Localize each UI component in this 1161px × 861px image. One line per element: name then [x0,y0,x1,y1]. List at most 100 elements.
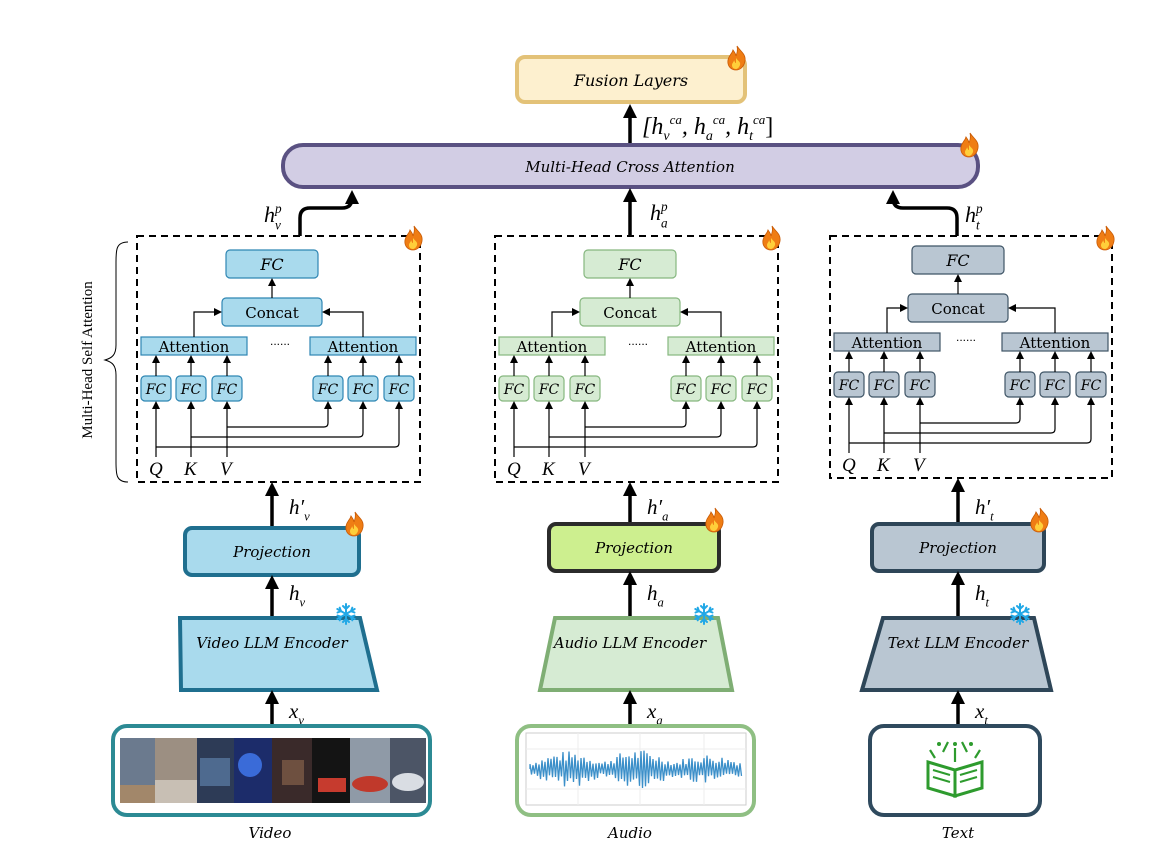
attention-label: Attention [685,338,757,356]
fire-icon [345,511,364,537]
snowflake-icon [1010,603,1030,625]
fire-icon [705,507,724,533]
concat-label: Concat [245,304,299,322]
fc-small-label: FC [873,378,895,394]
input-frame [868,724,1042,817]
hprime-label: h′v [289,495,310,523]
fire-icon [762,225,781,251]
attention-to-concat-arrow [680,308,722,337]
attention-to-concat-arrow [193,308,222,337]
fc-small-label: FC [1080,378,1102,394]
qkv-label-k: K [541,459,556,480]
fusion-layers-box [515,55,747,104]
snowflake-icon [694,603,714,625]
fc-small-label: FC [503,382,525,398]
attention-label: Attention [516,338,588,356]
self-attention-brace-label: Multi-Head Self Attention [80,281,96,439]
encoder-box [537,616,735,692]
svg-text:[hvca, haca, htca]: [hvca, haca, htca] [642,112,773,144]
self-attention-brace [103,241,129,483]
fire-icon [1030,507,1049,533]
fc-small-label: FC [909,378,931,394]
fc-small-label: FC [710,382,732,398]
x-label: xa [646,699,663,727]
fire-icon [960,132,979,158]
input-caption: Text [942,824,975,842]
fc-small-label: FC [352,382,374,398]
ellipsis: ...... [956,330,976,344]
h-label: hv [289,581,306,609]
qkv-label-k: K [876,455,891,476]
fire-icon [1096,225,1115,251]
qkv-label-v: V [578,459,592,480]
qkv-route-arrow [549,401,725,438]
qkv-label-v: V [913,455,927,476]
h-label: ha [647,581,664,609]
attention-to-concat-arrow [551,308,580,337]
ellipsis: ...... [628,334,648,348]
qkv-route-arrow [920,397,1024,424]
book-icon [904,733,1006,803]
fc-small-label: FC [216,382,238,398]
input-caption: Video [249,824,292,842]
fc-top-label: FC [617,255,641,274]
qkv-route-arrow [585,401,690,428]
fire-icon [404,225,423,251]
qkv-label-k: K [183,459,198,480]
fc-small-label: FC [838,378,860,394]
encoder-label: Audio LLM Encoder [552,634,707,652]
hprime-label: h′t [975,495,994,523]
input-frame [515,724,756,817]
concat-label: Concat [603,304,657,322]
attention-label: Attention [851,334,923,352]
waveform-icon [525,732,747,806]
snowflake-icon [336,603,356,625]
attention-label: Attention [327,338,399,356]
hp-arrow [886,190,959,236]
encoder-label: Text LLM Encoder [888,634,1030,652]
fc-top-label: FC [945,251,969,270]
qkv-route-arrow [156,401,403,448]
encoder-box [859,616,1054,692]
cross-attention-box [281,143,980,189]
attention-to-concat-arrow [886,304,908,333]
attention-label: Attention [1019,334,1091,352]
projection-label: Projection [594,539,673,557]
h-label: ht [975,581,990,609]
projection-label: Projection [232,543,311,561]
fire-icon [727,45,746,71]
qkv-label-v: V [220,459,234,480]
cross-attention-label: Multi-Head Cross Attention [524,158,735,176]
encoder-box [177,616,380,692]
input-frame [111,724,432,817]
fc-top-label: FC [259,255,283,274]
fc-small-label: FC [746,382,768,398]
qkv-label-q: Q [842,455,856,476]
concat-label: Concat [931,300,985,318]
projection-label: Projection [918,539,997,557]
cross-output-label: [hvca, haca, htca] [642,112,773,144]
qkv-route-arrow [191,401,367,438]
qkv-route-arrow [227,401,332,428]
x-label: xt [974,699,988,727]
qkv-route-arrow [849,397,1095,444]
fc-small-label: FC [574,382,596,398]
fc-small-label: FC [317,382,339,398]
hp-arrow [298,190,359,236]
fc-small-label: FC [1044,378,1066,394]
fc-small-label: FC [1009,378,1031,394]
fc-small-label: FC [180,382,202,398]
qkv-label-q: Q [149,459,163,480]
x-label: xv [288,699,304,727]
input-caption: Audio [606,824,652,842]
encoder-label: Video LLM Encoder [196,634,348,652]
qkv-route-arrow [514,401,761,448]
attention-to-concat-arrow [1008,304,1056,333]
qkv-label-q: Q [507,459,521,480]
hprime-label: h′a [647,495,668,523]
fc-small-label: FC [145,382,167,398]
